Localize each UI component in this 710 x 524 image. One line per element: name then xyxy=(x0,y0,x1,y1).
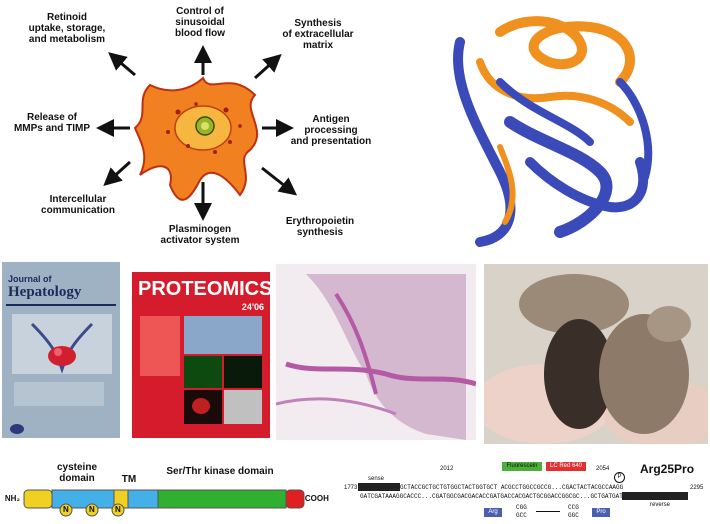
receptor-bar xyxy=(23,489,305,517)
glyco-n-1: N xyxy=(63,505,69,514)
mutation-name: Arg25Pro xyxy=(640,462,695,476)
pro-label: Pro xyxy=(592,508,610,517)
label-intercellular: Intercellular communication xyxy=(41,194,115,216)
hsc-cell-drawing xyxy=(96,45,298,221)
label-mmp: Release of MMPs and TIMP xyxy=(13,112,91,134)
codon-from-1: CGG xyxy=(516,504,527,511)
proteomics-journal-cover: PROTEOMICS 24'06 xyxy=(132,272,270,438)
codon-to-2: GGC xyxy=(568,512,579,519)
protein-ribbon-structure xyxy=(453,16,653,247)
label-antigen: Antigen processing and presentation xyxy=(290,114,372,147)
pos-2012: 2012 xyxy=(440,466,454,472)
label-plasminogen: Plasminogen activator system xyxy=(160,224,240,246)
liver-histology-image xyxy=(276,264,476,440)
codon-from-2: GCC xyxy=(516,512,527,519)
pos-2054: 2054 xyxy=(596,466,610,472)
pos-2295: 2295 xyxy=(690,485,704,491)
codon-to-1: CCG xyxy=(568,504,579,511)
label-ecm: Synthesis of extracellular matrix xyxy=(282,18,354,51)
glyco-n-3: N xyxy=(115,505,121,514)
arg-label: Arg xyxy=(484,508,502,517)
kinase-domain-label: Ser/Thr kinase domain xyxy=(166,466,274,477)
sense-label: sense xyxy=(368,476,385,482)
dna-line-2: GATCGATAAAGGCACCC...CGATGGCGACGACACCGATG… xyxy=(360,493,652,500)
hepatology-journal-cover: Journal of Hepatology xyxy=(2,262,120,438)
pos-1773: 1773 xyxy=(344,485,358,491)
glyco-n-2: N xyxy=(89,505,95,514)
nh2-label: NH₂ xyxy=(4,494,20,503)
cysteine-domain-label: cysteine domain xyxy=(56,462,98,484)
hepatology-cover-image xyxy=(12,314,112,374)
proteomics-title: PROTEOMICS xyxy=(138,278,270,300)
cooh-label: - COOH xyxy=(300,494,329,503)
fluorescein-probe: Fluorescein xyxy=(502,462,542,471)
label-erythropoietin: Erythropoietin synthesis xyxy=(285,216,355,238)
label-retinoid: Retinoid uptake, storage, and metabolism xyxy=(28,12,106,45)
p-marker: P xyxy=(614,472,625,483)
hepatology-title-top: Journal of xyxy=(8,274,52,284)
reverse-label: reverse xyxy=(650,502,671,508)
dna-line-1: GCTACCGCTGCTGTGGCTACTGGTGCT ACGCCTGGCCGC… xyxy=(400,484,624,491)
tm-label: TM xyxy=(121,474,137,485)
lc-red-probe: LC Red 640 xyxy=(546,462,586,471)
hepatology-title-main: Hepatology xyxy=(8,284,82,300)
label-sinusoidal: Control of sinusoidal blood flow xyxy=(175,6,225,39)
proteomics-issue: 24'06 xyxy=(241,302,264,312)
mice-photo xyxy=(484,264,708,444)
